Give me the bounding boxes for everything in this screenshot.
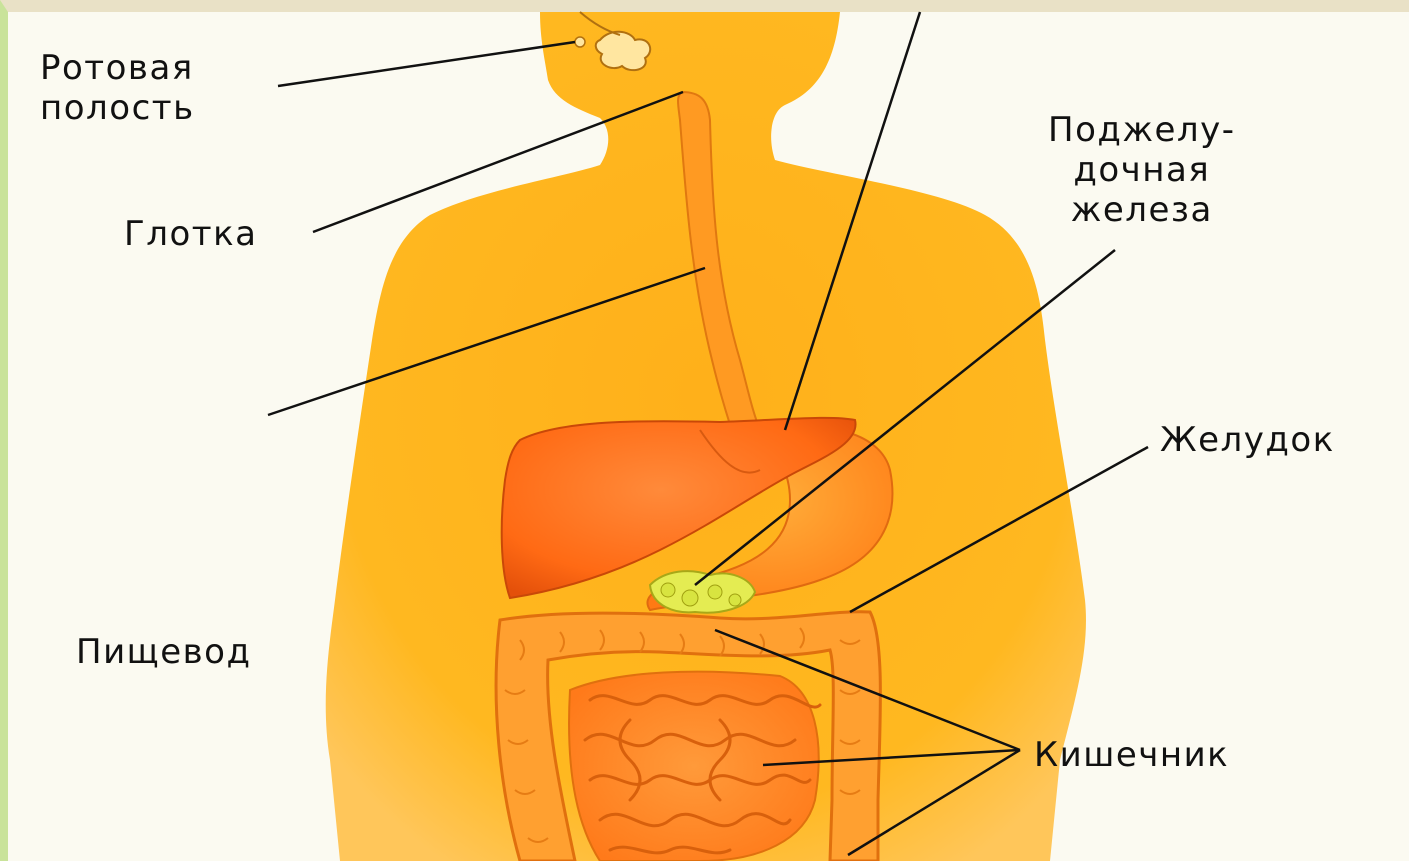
leader-oral-cavity: [278, 42, 575, 86]
label-pharynx: Глотка: [124, 214, 257, 254]
label-stomach: Желудок: [1160, 420, 1335, 460]
label-intestine: Кишечник: [1034, 735, 1229, 775]
label-esophagus: Пищевод: [76, 632, 251, 672]
label-oral-cavity: Ротовая полость: [40, 48, 195, 128]
pancreas-organ: [650, 571, 755, 613]
small-intestine: [569, 672, 820, 861]
label-pancreas: Поджелу- дочная железа: [1048, 110, 1236, 230]
